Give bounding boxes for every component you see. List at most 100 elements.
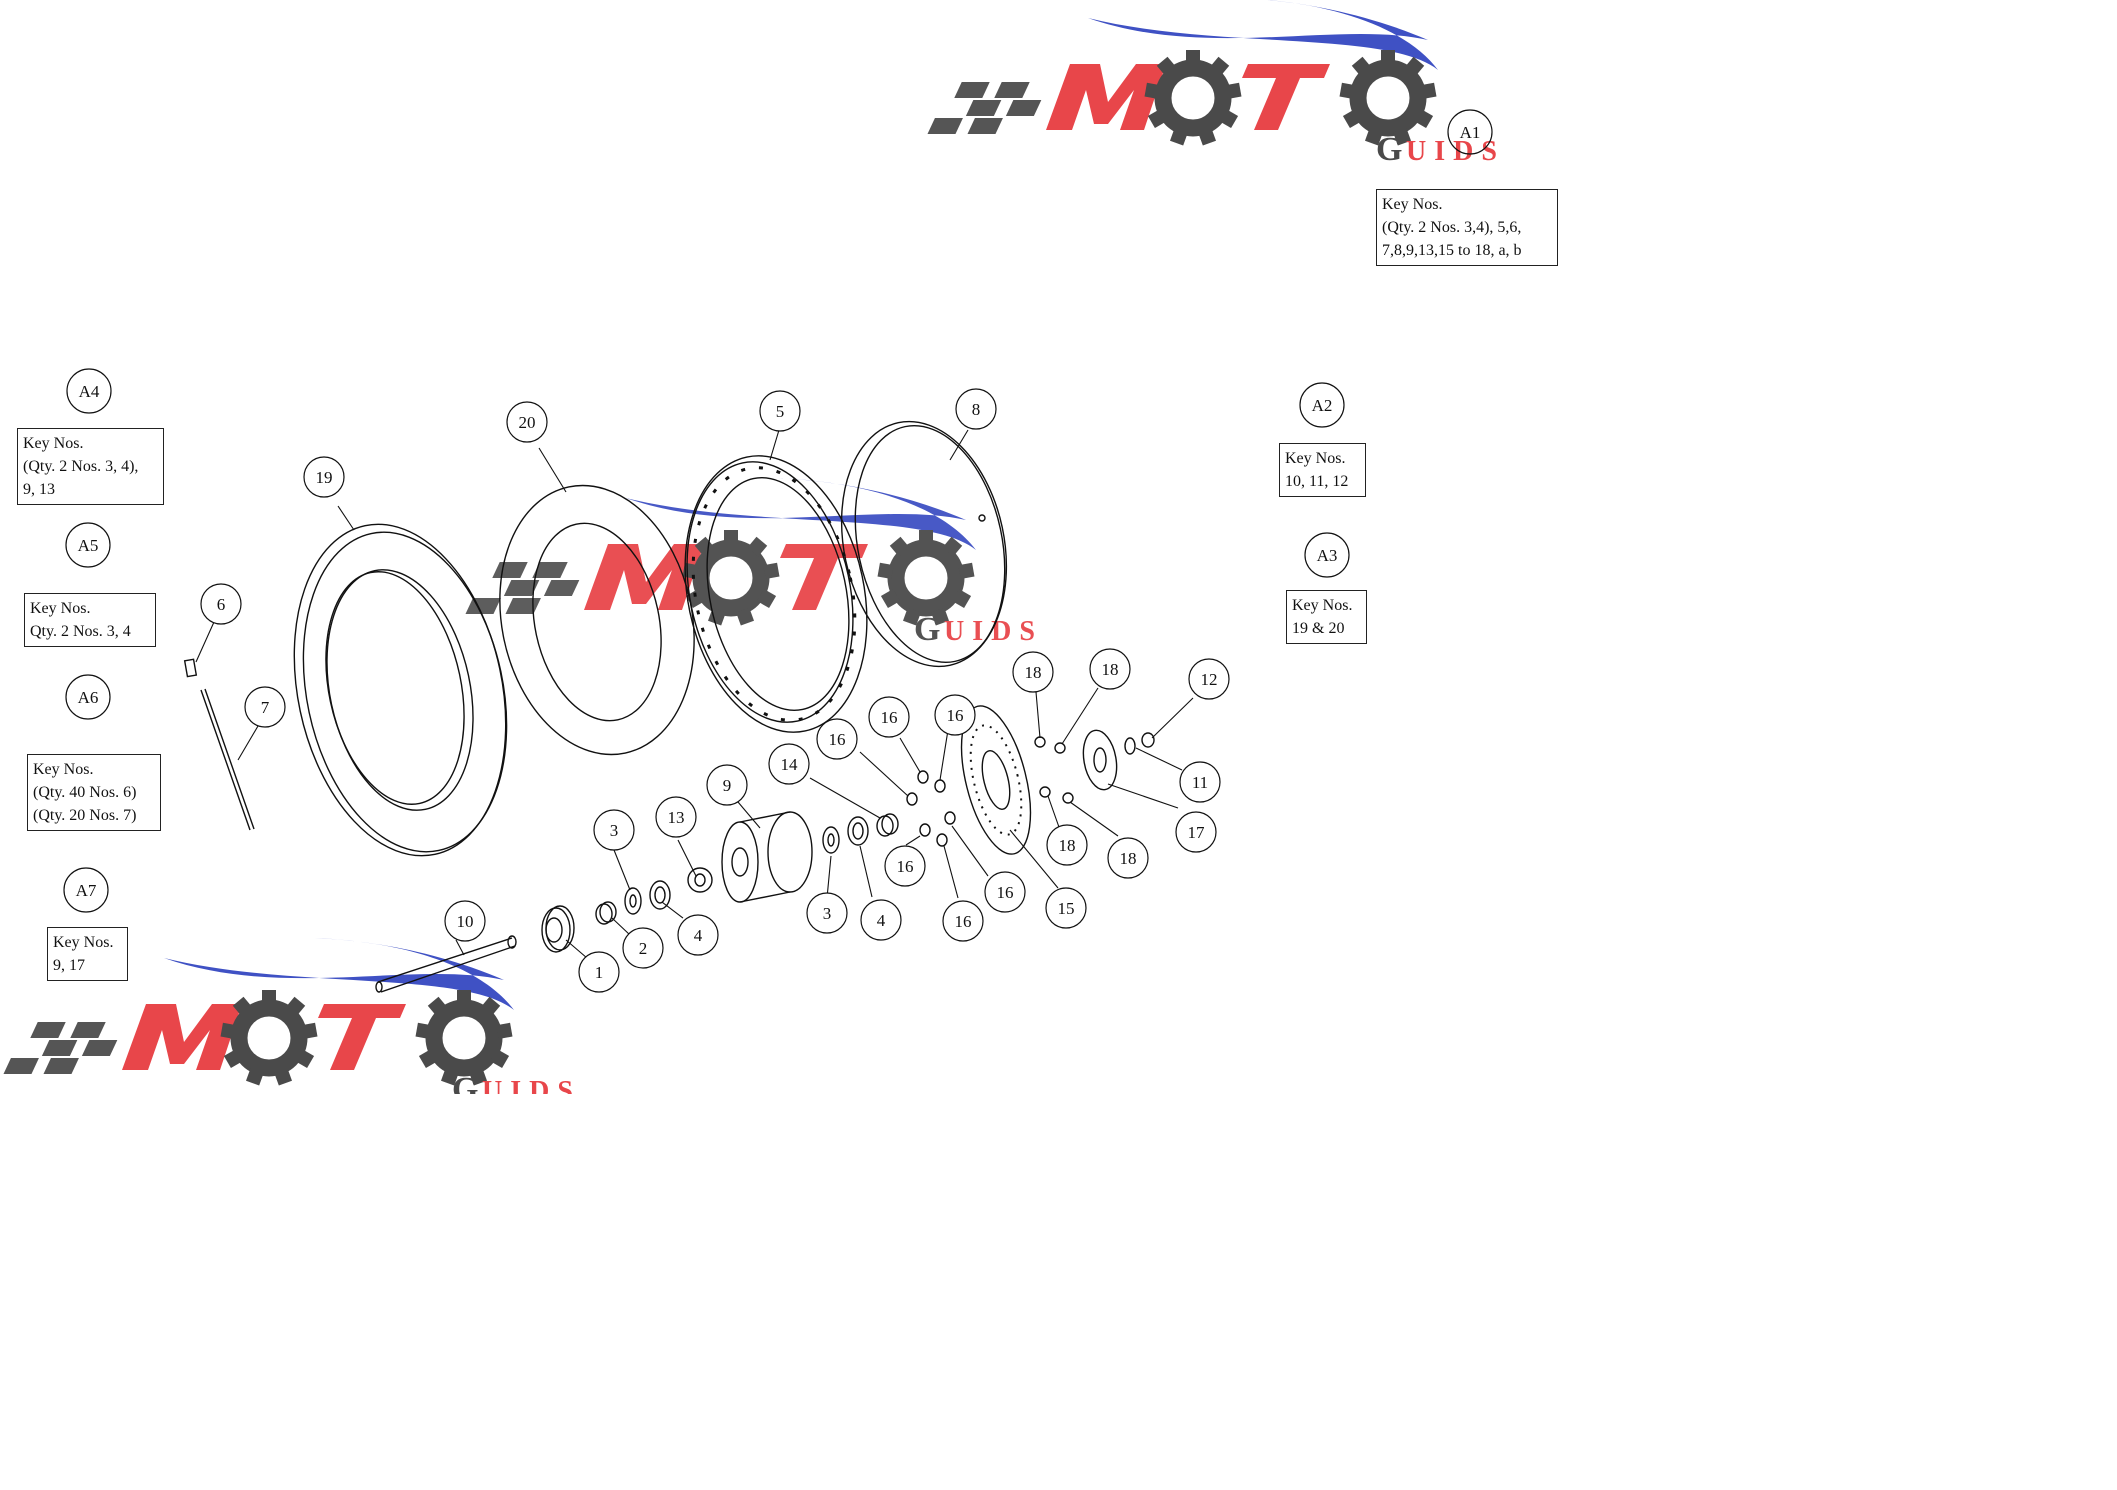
- callout-label-p18c: 18: [1059, 836, 1076, 855]
- callout-label-p4b: 4: [877, 911, 886, 930]
- callout-circle-p10: [444, 900, 486, 942]
- callout-label-p18b: 18: [1102, 660, 1119, 679]
- part-13: [687, 867, 713, 893]
- key-box-a2-line-1: Key Nos.: [1285, 450, 1346, 467]
- part-4a: [649, 880, 671, 910]
- callout-circle-p4b: [860, 899, 902, 941]
- tube-20: [499, 484, 695, 756]
- axle-10: [375, 935, 517, 993]
- part-12: [1141, 732, 1155, 748]
- hub-9: [721, 811, 813, 903]
- carrier-17: [1082, 729, 1118, 791]
- callout-label-p15: 15: [1058, 899, 1075, 918]
- callout-circle-p4a: [677, 914, 719, 956]
- bolt-18-group: [1034, 736, 1074, 804]
- key-box-a6-line-2: (Qty. 40 Nos. 6): [33, 784, 137, 801]
- callout-label-p12: 12: [1201, 670, 1218, 689]
- callout-label-p19: 19: [316, 468, 333, 487]
- key-box-a7: Key Nos. 9, 17: [47, 927, 128, 981]
- assembly-circle-a2: [1299, 382, 1345, 428]
- parts-diagram: UIDS G: [0, 0, 1568, 1094]
- callout-label-p16c: 16: [947, 706, 964, 725]
- assembly-label-a3: A3: [1317, 546, 1338, 565]
- callout-circle-p14: [768, 743, 810, 785]
- callout-label-p18d: 18: [1120, 849, 1137, 868]
- callout-circle-p16d: [884, 845, 926, 887]
- key-box-a6-line-3: (Qty. 20 Nos. 7): [33, 807, 137, 824]
- assembly-label-a7: A7: [76, 881, 97, 900]
- callout-circle-p13: [655, 796, 697, 838]
- key-box-a3-line-1: Key Nos.: [1292, 597, 1353, 614]
- assembly-circle-a1: [1447, 109, 1493, 155]
- callout-label-p3a: 3: [610, 821, 619, 840]
- assembly-label-a2: A2: [1312, 396, 1333, 415]
- part-14: [876, 813, 899, 837]
- key-box-a2-line-2: 10, 11, 12: [1285, 473, 1349, 490]
- key-box-a5: Key Nos. Qty. 2 Nos. 3, 4: [24, 593, 156, 647]
- callout-label-p16f: 16: [955, 912, 972, 931]
- leader-lines: [195, 429, 1194, 959]
- assembly-label-a6: A6: [78, 688, 99, 707]
- callout-circle-p18c: [1046, 824, 1088, 866]
- part-1: [541, 905, 575, 953]
- key-box-a4: Key Nos. (Qty. 2 Nos. 3, 4), 9, 13: [17, 428, 164, 505]
- part-4b: [847, 816, 869, 846]
- callout-label-p5: 5: [776, 402, 785, 421]
- callout-label-p8: 8: [972, 400, 981, 419]
- part-11: [1124, 737, 1136, 755]
- assembly-circle-a6: [65, 674, 111, 720]
- callout-circle-p15: [1045, 887, 1087, 929]
- spoke-7: [200, 688, 255, 831]
- callout-circle-p3a: [593, 809, 635, 851]
- callout-label-p18a: 18: [1025, 663, 1042, 682]
- part-3b: [822, 826, 840, 854]
- callout-label-p13: 13: [668, 808, 685, 827]
- callout-circle-p7: [244, 686, 286, 728]
- assembly-circle-a3: [1304, 532, 1350, 578]
- key-box-a3: Key Nos. 19 & 20: [1286, 590, 1367, 644]
- brand-logo-top: [927, 0, 1504, 168]
- callout-label-p17: 17: [1188, 823, 1206, 842]
- brand-logo-center: [465, 478, 1042, 648]
- callout-circle-p18b: [1089, 648, 1131, 690]
- callout-label-p16a: 16: [829, 730, 846, 749]
- key-box-a4-line-1: Key Nos.: [23, 435, 84, 452]
- bolt-16-group: [906, 770, 956, 847]
- callout-circle-p1: [578, 951, 620, 993]
- callout-circle-p5: [759, 390, 801, 432]
- key-box-a1-line-3: 7,8,9,13,15 to 18, a, b: [1382, 242, 1522, 259]
- callout-label-p16e: 16: [997, 883, 1014, 902]
- key-box-a5-line-2: Qty. 2 Nos. 3, 4: [30, 623, 131, 640]
- key-box-a3-line-2: 19 & 20: [1292, 620, 1345, 637]
- callout-label-p3b: 3: [823, 904, 832, 923]
- key-box-a1-line-1: Key Nos.: [1382, 196, 1443, 213]
- key-box-a6-line-1: Key Nos.: [33, 761, 94, 778]
- key-box-a1: Key Nos. (Qty. 2 Nos. 3,4), 5,6, 7,8,9,1…: [1376, 189, 1558, 266]
- callout-circle-p6: [200, 583, 242, 625]
- callout-circle-p17: [1175, 811, 1217, 853]
- callout-label-p4a: 4: [694, 926, 703, 945]
- callout-circle-p20: [506, 401, 548, 443]
- key-box-a5-line-1: Key Nos.: [30, 600, 91, 617]
- callout-circle-p18d: [1107, 837, 1149, 879]
- callout-circle-p16f: [942, 900, 984, 942]
- callout-circle-p9: [706, 764, 748, 806]
- part-3a: [624, 887, 642, 915]
- key-box-a1-line-2: (Qty. 2 Nos. 3,4), 5,6,: [1382, 219, 1522, 236]
- key-box-a7-line-1: Key Nos.: [53, 934, 114, 951]
- assembly-label-a5: A5: [78, 536, 99, 555]
- callout-circle-p16c: [934, 694, 976, 736]
- callout-circle-p16a: [816, 718, 858, 760]
- callout-label-p6: 6: [217, 595, 226, 614]
- assembly-label-a4: A4: [79, 382, 100, 401]
- key-box-a2: Key Nos. 10, 11, 12: [1279, 443, 1366, 497]
- callout-label-p9: 9: [723, 776, 732, 795]
- callout-circle-p12: [1188, 658, 1230, 700]
- callout-label-p7: 7: [261, 698, 270, 717]
- callout-circle-p18a: [1012, 651, 1054, 693]
- diagram-canvas: UIDS G: [0, 0, 1568, 1094]
- callout-label-p1: 1: [595, 963, 604, 982]
- key-box-a6: Key Nos. (Qty. 40 Nos. 6) (Qty. 20 Nos. …: [27, 754, 161, 831]
